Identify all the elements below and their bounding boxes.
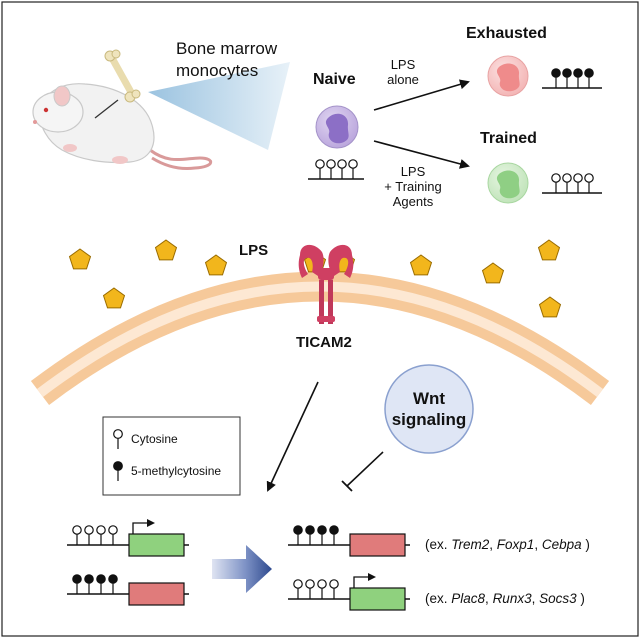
trained-monocyte-cell-icon [487,162,529,204]
trained-label: Trained [480,130,537,147]
gene-examples-row1: (ex. Trem2, Foxp1, Cebpa ) [425,537,590,552]
promoter-arrowhead [147,519,155,527]
cytosine-lollipop-icon [551,173,561,183]
gene-runx3: Runx3 [493,591,533,606]
lps-pentagon-icon [204,254,228,276]
lps-training-label-3: Agents [393,194,434,209]
methylcytosine-lollipop-icon [96,574,106,584]
lps-pentagon-icon [409,254,433,276]
legend-box: Cytosine 5-methylcytosine [102,416,241,496]
lps-pentagon-icon [537,239,561,261]
cytosine-lollipop-icon [293,579,303,589]
silenced-gene-box [349,533,406,557]
lps-label: LPS [239,242,268,259]
gene-foxp1: Foxp1 [497,537,535,552]
cytosine-lollipop-icon [108,525,118,535]
methylcytosine-lollipop-icon [562,68,572,78]
methylcytosine-legend-icon [113,461,123,481]
monocytes-label: monocytes [176,61,258,80]
lps-pentagon-icon [481,262,505,284]
ticam2-label: TICAM2 [296,334,352,351]
wnt-label-2: signaling [392,410,467,429]
promoter-arrowhead [368,573,376,581]
cytosine-lollipop-icon [84,525,94,535]
bone-marrow-label: Bone marrow [176,39,278,58]
wnt-label-1: Wnt [413,389,445,408]
lps-pentagon-icon [538,296,562,318]
cytosine-lollipop-icon [315,159,325,169]
magnification-cone [148,62,290,150]
lps-pentagon-icon [68,248,92,270]
cytosine-lollipop-icon [317,579,327,589]
methylcytosine-lollipop-icon [72,574,82,584]
gene-trem2: Trem2 [451,537,489,552]
methylcytosine-lollipop-icon [329,525,339,535]
naive-monocyte-cell-icon [315,105,359,149]
cytosine-legend-label: Cytosine [131,432,178,446]
trained-dna-strand [542,173,602,194]
cytosine-lollipop-icon [72,525,82,535]
gene-locus-left-silenced [67,574,189,606]
lps-alone-label-2: alone [387,72,419,87]
arrow-to-exhausted [373,79,470,111]
methylcytosine-lollipop-icon [108,574,118,584]
gene-locus-left-active [67,519,189,557]
arrow-to-trained [373,140,470,169]
cytosine-lollipop-icon [573,173,583,183]
ticam2-activation-arrow [266,381,319,492]
expressed-gene-box [349,587,406,611]
exhausted-monocyte-cell-icon [487,55,529,97]
promoter-arrow-icon [353,576,370,588]
cytosine-lollipop-icon [96,525,106,535]
cytosine-lollipop-icon [562,173,572,183]
methylcytosine-lollipop-icon [551,68,561,78]
cytosine-lollipop-icon [305,579,315,589]
lps-alone-label-1: LPS [391,57,416,72]
methylcytosine-lollipop-icon [573,68,583,78]
methylcytosine-legend-label: 5-methylcytosine [131,464,221,478]
methylcytosine-lollipop-icon [293,525,303,535]
cytosine-lollipop-icon [337,159,347,169]
exhausted-dna-strand [542,68,602,89]
cytosine-lollipop-icon [348,159,358,169]
silenced-gene-box [128,582,185,606]
cytosine-lollipop-icon [326,159,336,169]
methylcytosine-lollipop-icon [305,525,315,535]
tlr4-receptor-icon [298,244,354,324]
gene-locus-right-active [288,573,410,611]
cytosine-lollipop-icon [584,173,594,183]
gene-socs3: Socs3 [539,591,577,606]
inhibition-arrow-icon [341,451,384,492]
bone-icon [104,49,141,103]
gene-cebpa: Cebpa [542,537,582,552]
cytosine-lollipop-icon [329,579,339,589]
wnt-signaling-circle: Wnt signaling [384,364,474,454]
lps-training-label-2: + Training [384,179,441,194]
methylcytosine-lollipop-icon [584,68,594,78]
lps-pentagon-icon [102,287,126,309]
cytosine-legend-icon [113,429,123,449]
expressed-gene-box [128,533,185,557]
methylcytosine-lollipop-icon [317,525,327,535]
transition-big-arrow [212,545,272,593]
methylcytosine-lollipop-icon [84,574,94,584]
lps-pentagon-icon [154,239,178,261]
exhausted-label: Exhausted [466,25,547,42]
naive-label: Naive [313,71,356,88]
gene-locus-right-silenced [288,525,410,557]
gene-examples-row2: (ex. Plac8, Runx3, Socs3 ) [425,591,585,606]
promoter-arrow-icon [132,522,149,534]
naive-dna-strand [308,159,364,180]
mouse-icon [32,83,213,170]
lps-training-label-1: LPS [401,164,426,179]
gene-plac8: Plac8 [451,591,485,606]
